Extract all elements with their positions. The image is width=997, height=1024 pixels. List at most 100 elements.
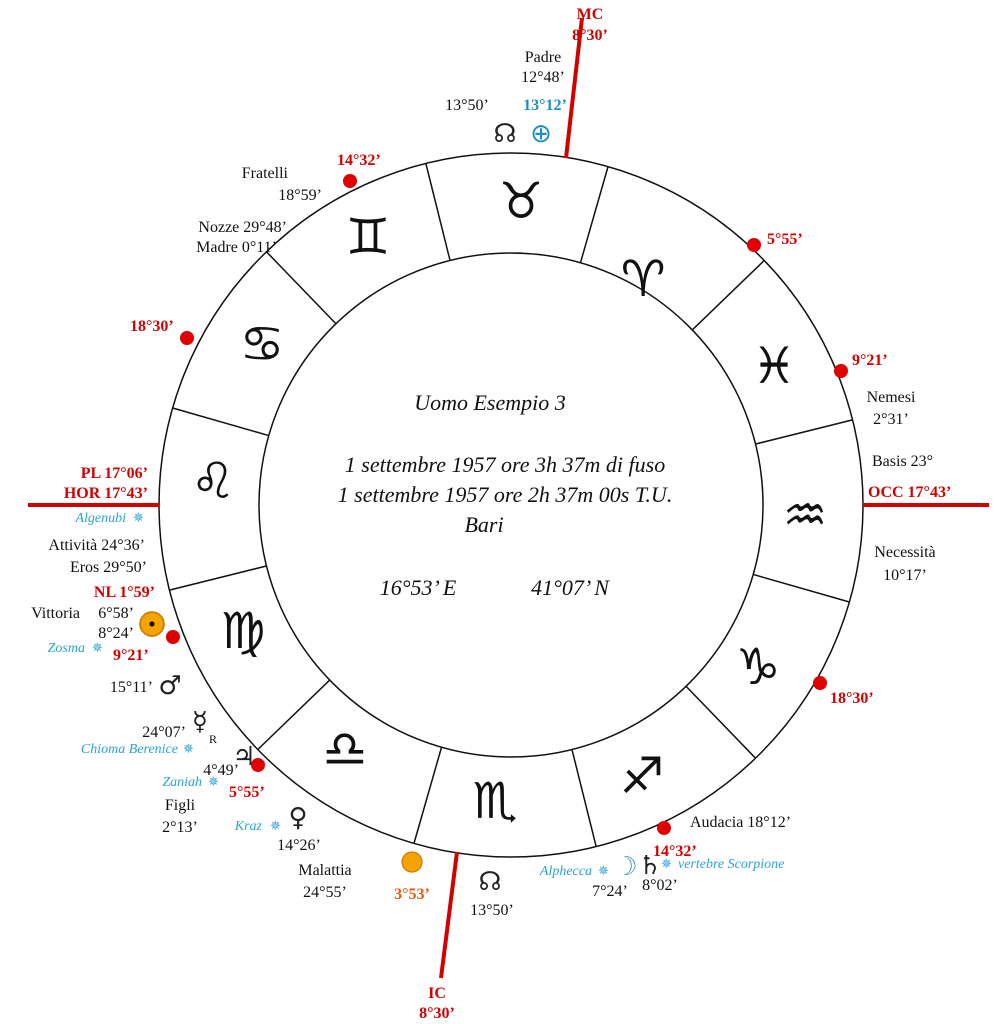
venus-degree: 14°26’	[277, 837, 321, 854]
cusp-degree: 18°30’	[830, 690, 874, 707]
padre-label: Padre	[525, 49, 561, 66]
jupiter-degree: 4°49’	[203, 762, 239, 779]
necessita-degree: 10°17’	[883, 567, 927, 584]
south-node-icon: ☊	[478, 867, 501, 897]
cusp-dot	[813, 676, 827, 690]
sign-divider	[169, 565, 267, 591]
necessita-label: Necessità	[874, 544, 935, 561]
cusp-degree: 9°21’	[852, 352, 888, 369]
pl-label: PL 17°06’	[81, 465, 148, 482]
sign-divider	[691, 259, 765, 331]
moon-icon: ☽	[614, 852, 637, 882]
cusp-degree: 18°30’	[130, 318, 174, 335]
aries-sign: ♈	[621, 250, 666, 308]
gemini-sign: ♊	[346, 208, 391, 266]
north-node-icon: ☊	[493, 119, 516, 149]
moon-degree: 7°24’	[592, 883, 628, 900]
leo-sign: ♌	[191, 452, 236, 510]
attivita-label: Attività 24°36’	[48, 537, 145, 554]
capricorn-sign: ♑	[736, 638, 781, 696]
mc-ic-axis-top	[564, 17, 584, 159]
fixed-star-icon: ✵	[133, 511, 144, 526]
birth-place: Bari	[464, 512, 503, 537]
jupiter-icon: ♃	[232, 742, 255, 772]
nemesi-degree: 2°31’	[873, 411, 909, 428]
sign-divider	[755, 419, 853, 445]
cusp-dot	[834, 364, 848, 378]
ic-degree: 8°30’	[419, 1005, 455, 1022]
malattia-degree: 24°55’	[303, 884, 347, 901]
mc-label: MC	[577, 6, 604, 23]
nl-label: NL 1°59’	[94, 584, 155, 601]
fixed-star-icon: ✵	[92, 641, 103, 656]
ic-label: IC	[428, 985, 446, 1002]
part-of-fortune-icon	[401, 851, 423, 873]
vittoria-label: Vittoria	[31, 605, 80, 622]
fixed-star-icon: ✵	[183, 742, 194, 757]
fixed-star-icon: ✵	[208, 775, 219, 790]
sign-dividers	[169, 163, 853, 847]
fratelli-label: Fratelli	[242, 165, 289, 182]
mc-degree: 8°30’	[572, 27, 608, 44]
part-of-fortune-degree: 3°53’	[394, 886, 430, 903]
cusp-dot	[166, 630, 180, 644]
scorpio-sign: ♏	[473, 772, 518, 830]
cancer-sign: ♋	[240, 315, 285, 373]
sagittarius-sign: ♐	[620, 747, 665, 805]
occ-label: OCC 17°43’	[868, 484, 951, 501]
padre-degree: 12°48’	[521, 69, 565, 86]
sign-divider	[425, 163, 451, 261]
algenubi-label: Algenubi	[74, 511, 126, 526]
fixed-star-icon: ✵	[661, 857, 672, 872]
mc-ic-axis-bottom	[439, 851, 459, 979]
earth-degree: 13°12’	[523, 97, 567, 114]
chioma-label: Chioma Berenice	[81, 742, 178, 757]
sign-divider	[172, 407, 269, 437]
cusp-degree: 5°55’	[767, 231, 803, 248]
node-bottom-degree: 13°50’	[470, 902, 514, 919]
vittoria-degree: 6°58’	[98, 605, 134, 622]
venus-icon: ♀	[288, 803, 307, 833]
local-time-line: 1 settembre 1957 ore 3h 37m di fuso	[345, 452, 665, 477]
nemesi-label: Nemesi	[867, 389, 916, 406]
earth-icon: ⊕	[530, 119, 552, 149]
madre-label: Madre 0°11’	[196, 239, 277, 256]
libra-sign: ♎	[323, 720, 368, 778]
sign-divider	[413, 747, 443, 844]
mercury-icon: ☿	[192, 707, 208, 737]
longitude: 16°53’ E	[380, 575, 457, 600]
cusp-dot	[251, 758, 265, 772]
ut-time-line: 1 settembre 1957 ore 2h 37m 00s T.U.	[338, 482, 673, 507]
cusp-dot	[657, 821, 671, 835]
malattia-label: Malattia	[298, 862, 351, 879]
saturn-degree: 8°02’	[642, 877, 678, 894]
zaniah-label: Zaniah	[162, 775, 202, 790]
sign-divider	[265, 251, 337, 325]
cusp-degree: 14°32’	[653, 843, 697, 860]
pisces-sign: ♓	[752, 337, 797, 395]
cusp-degree: 5°55’	[229, 784, 265, 801]
basis-label: Basis 23°	[872, 453, 933, 470]
cusp-dot	[180, 331, 194, 345]
audacia-label: Audacia 18°12’	[690, 814, 791, 831]
inner-ring	[258, 252, 764, 758]
latitude: 41°07’ N	[531, 575, 610, 600]
kraz-label: Kraz	[234, 819, 263, 834]
sun-icon-center	[149, 621, 155, 627]
cusp-dot	[747, 238, 761, 252]
mars-icon: ♂	[158, 671, 181, 701]
sign-divider	[685, 685, 757, 759]
fixed-star-icon: ✵	[598, 864, 609, 879]
vertebre-label: vertebre Scorpione	[678, 857, 784, 872]
sign-divider	[579, 166, 609, 263]
aquarius-sign: ♒	[783, 486, 828, 544]
taurus-sign: ♉	[499, 172, 544, 230]
mercury-retrograde: R	[209, 732, 217, 746]
cusp-degree: 14°32’	[337, 152, 381, 169]
virgo-sign: ♍	[221, 602, 266, 660]
hor-label: HOR 17°43’	[64, 485, 148, 502]
cusp-degree: 9°21’	[113, 647, 149, 664]
cusp-dot	[343, 174, 357, 188]
alphecca-label: Alphecca	[539, 864, 592, 879]
